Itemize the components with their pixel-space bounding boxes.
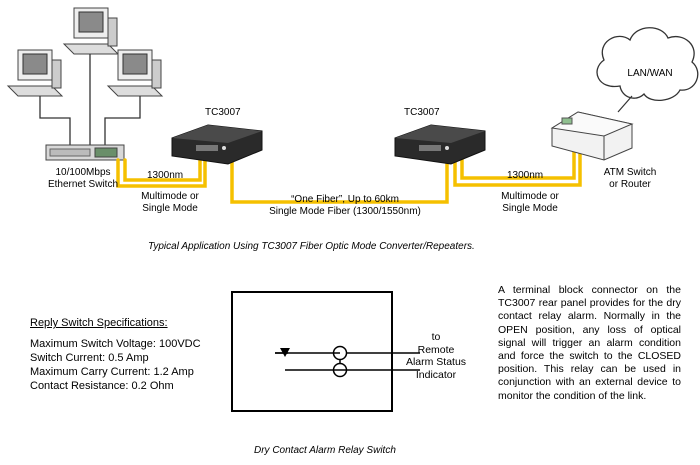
converter-right-label: TC3007: [404, 107, 440, 118]
converter-left-icon: [171, 124, 263, 165]
relay-arrow-icon: [280, 348, 290, 357]
relay-spec-line: Maximum Carry Current: 1.2 Amp: [30, 366, 194, 378]
ethernet-switch-label: 10/100Mbps Ethernet Switch: [47, 167, 119, 190]
relay-spec-line: Switch Current: 0.5 Amp: [30, 352, 149, 364]
converter-right-icon: [394, 124, 486, 165]
atm-switch-label: ATM Switch or Router: [603, 167, 657, 190]
remote-indicator-label: to Remote Alarm Status Indicator: [405, 331, 467, 381]
cloud-label: LAN/WAN: [627, 68, 673, 79]
fiber-links: [116, 150, 582, 204]
ethernet-switch-icon: [45, 144, 125, 161]
computer-right-icon: [106, 49, 164, 97]
right-mode-label: Multimode or Single Mode: [501, 191, 559, 214]
atm-switch-icon: [550, 111, 634, 161]
computer-left-icon: [6, 49, 64, 97]
relay-spec-line: Contact Resistance: 0.2 Ohm: [30, 380, 174, 392]
relay-box: [231, 291, 393, 412]
top-caption: Typical Application Using TC3007 Fiber O…: [148, 241, 475, 252]
computer-top-icon: [62, 7, 120, 55]
center-fiber-label: “One Fiber”, Up to 60km Single Mode Fibe…: [269, 194, 421, 217]
relay-description: A terminal block connector on the TC3007…: [498, 284, 681, 402]
relay-specs-heading: Reply Switch Specifications:: [30, 317, 168, 329]
left-mode-label: Multimode or Single Mode: [141, 191, 199, 214]
cloud-link-line: [617, 95, 633, 113]
lan-wan-cloud-icon: [596, 27, 699, 101]
ethernet-cables: [39, 54, 141, 145]
right-wavelength-label: 1300nm: [507, 170, 544, 181]
left-wavelength-label: 1300nm: [147, 170, 184, 181]
relay-spec-line: Maximum Switch Voltage: 100VDC: [30, 338, 201, 350]
converter-left-label: TC3007: [205, 107, 241, 118]
bottom-caption: Dry Contact Alarm Relay Switch: [254, 445, 396, 456]
